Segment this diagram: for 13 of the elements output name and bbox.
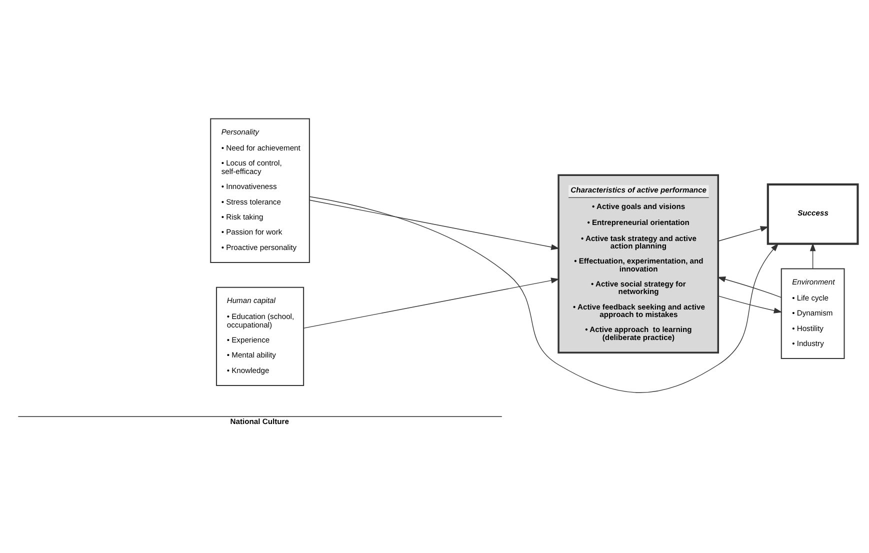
node-box: Human capital • Education (school, occupational) • Experience • Mental ability • Knowledge [216,286,304,386]
arrow [718,295,782,313]
arrow [309,199,560,250]
arrow [309,196,779,392]
node-box: Personality • Need for achievement • Locus of control, self-efficacy • Innovativeness • Stress tolerance • Risk taking • Passion for work • Proactive personality [210,118,310,262]
arrow [810,242,816,268]
node-box: Characteristics of active performance • Active goals and visions • Entrepreneurial orientation • Active task strategy and active action planning • Effectuation, experimentation, and innovation • Active social strategy for networking • Active feedback seeking and active approach to mistakes • Active approach to learning (deliberate practice) [558,174,720,354]
arrow [717,276,782,298]
node-box: Environment • Life cycle • Dynamism • Hostility • Industry [780,268,845,359]
arrow [303,277,560,328]
arrow [718,226,769,241]
node-box: Success [766,182,859,244]
label: National Culture [230,416,289,426]
